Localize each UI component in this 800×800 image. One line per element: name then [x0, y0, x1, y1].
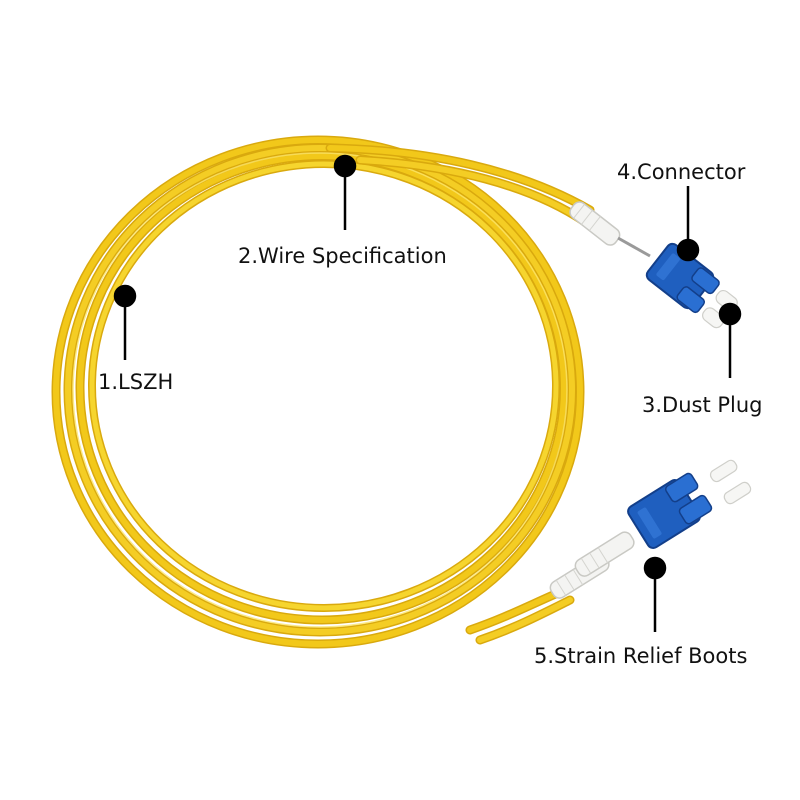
bottom-lc-connector-body — [627, 472, 713, 549]
annotation-markers — [113, 154, 742, 632]
cable-loop-inner-face — [89, 161, 559, 611]
label-lszh: 1.LSZH — [98, 370, 174, 394]
cable-highlight — [72, 152, 568, 628]
label-strain-relief-boots: 5.Strain Relief Boots — [534, 644, 748, 668]
top-connector — [569, 201, 738, 329]
cable-loop-outer-face — [53, 137, 583, 647]
top-strain-relief-boot — [569, 201, 621, 246]
marker-lszh — [113, 284, 137, 360]
cable-loop-2-face — [65, 145, 575, 635]
label-dust-plug: 3.Dust Plug — [642, 393, 763, 417]
upper-lead — [325, 143, 595, 227]
top-lc-connector-body — [645, 242, 720, 314]
bottom-ferrules — [709, 459, 752, 505]
label-connector: 4.Connector — [617, 160, 746, 184]
lower-lead — [465, 587, 575, 645]
bottom-strain-relief-boot-b — [574, 531, 635, 577]
marker-strain-relief-boots — [643, 556, 667, 632]
marker-dust-plug — [718, 302, 742, 378]
label-wire-specification: 2.Wire Specification — [238, 244, 447, 268]
marker-wire-specification — [333, 154, 357, 230]
marker-connector — [676, 186, 700, 262]
bottom-connector — [549, 459, 752, 599]
cable-coil — [51, 135, 585, 649]
cable-loop-3-face — [77, 153, 567, 623]
